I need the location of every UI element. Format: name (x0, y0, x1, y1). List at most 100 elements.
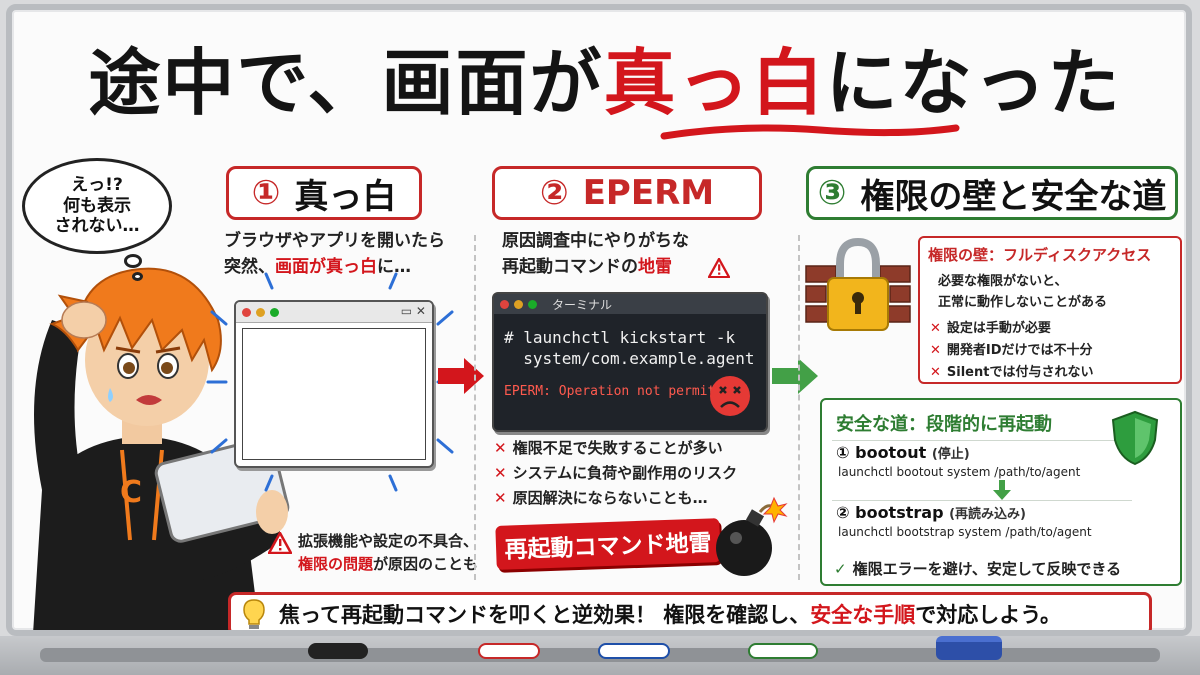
safe-title: 安全な道：段階的に再起動 (836, 414, 1052, 435)
thought-line-3: されない… (54, 216, 140, 237)
x-icon: ✕ (930, 343, 941, 359)
step1-command: launchctl bootout system /path/to/agent (838, 465, 1081, 479)
shield-icon (1111, 410, 1159, 466)
thought-line-1: えっ!? (71, 175, 123, 196)
step2-note: (再読み込み) (949, 507, 1026, 522)
col1-number: ① (251, 173, 281, 213)
svg-text:C: C (120, 475, 142, 510)
minimize-dot-icon (256, 308, 265, 317)
bomb-icon (716, 496, 788, 576)
maximize-dot-icon (528, 300, 537, 309)
step-bootout: ① bootout (停止) launchctl bootout system … (832, 440, 1132, 483)
blue-marker[interactable] (598, 643, 670, 659)
close-dot-icon (242, 308, 251, 317)
summary-text-end: で対応しよう。 (915, 603, 1062, 627)
x-icon: ✕ (494, 463, 507, 482)
list-item: ✕原因解決にならないことも… (494, 488, 708, 507)
col1-cause-note: 拡張機能や設定の不具合、 権限の問題が原因のことも (298, 530, 478, 575)
command-line-2: system/com.example.agent (504, 348, 755, 368)
col1-note-highlight: 権限の問題 (298, 554, 374, 573)
list-item: ✕設定は手動が必要 (930, 321, 1051, 336)
wall-desc-line1: 必要な権限がないと、 (938, 274, 1068, 289)
step1-note: (停止) (931, 447, 970, 462)
wall-desc-line2: 正常に動作しないことがある (938, 294, 1108, 310)
x-icon: ✕ (930, 321, 941, 336)
step2-command: launchctl bootstrap system /path/to/agen… (838, 525, 1092, 539)
divider (474, 235, 476, 580)
thought-dot (124, 254, 142, 268)
col2-heading: ② EPERM (492, 166, 762, 220)
green-marker[interactable] (748, 643, 818, 659)
col1-note-line1: 拡張機能や設定の不具合、 (298, 532, 479, 550)
command-line-1: # launchctl kickstart -k (504, 328, 736, 347)
col2-desc-line1: 原因調査中にやりがちな (502, 231, 689, 251)
step-bootstrap: ② bootstrap (再読み込み) launchctl bootstrap … (832, 500, 1132, 543)
x-icon: ✕ (930, 365, 941, 381)
wall-list: ✕設定は手動が必要 ✕開発者IDだけでは不十分 ✕Silentでは付与されない (930, 318, 1093, 384)
confused-person-illustration: C (33, 267, 290, 630)
thought-line-2: 何も表示 (63, 195, 131, 216)
minimize-dot-icon (514, 300, 523, 309)
thought-dot (132, 272, 143, 281)
list-item: ✕システムに負荷や副作用のリスク (494, 463, 738, 482)
close-dot-icon (500, 300, 509, 309)
col1-desc-text: 突然、 (224, 257, 275, 278)
check-icon: ✓ (834, 560, 847, 578)
window-titlebar: ▭ ✕ (236, 302, 432, 323)
col2-risk-list: ✕権限不足で失敗することが多い ✕システムに負荷や副作用のリスク ✕原因解決にな… (494, 436, 737, 510)
title-underline (660, 124, 960, 140)
window-controls-icon: ▭ ✕ (400, 304, 426, 318)
warning-icon (268, 532, 292, 554)
terminal-title: ターミナル (552, 298, 613, 312)
col2-description: 原因調査中にやりがちな 再起動コマンドの地雷 (502, 228, 689, 281)
step2-head: ② bootstrap (836, 503, 944, 522)
list-item: ✕権限不足で失敗することが多い (494, 439, 723, 457)
col3-title: 権限の壁と安全な道 (860, 176, 1167, 217)
eraser[interactable] (936, 636, 1002, 660)
col1-note-text: が原因のことも (373, 554, 479, 573)
arrow-right-red-icon (438, 358, 484, 394)
wall-title: 権限の壁：フルディスクアクセス (928, 246, 1152, 264)
permission-wall-box: 権限の壁：フルディスクアクセス 必要な権限がないと、 正常に動作しないことがある… (918, 236, 1182, 384)
bulb-icon (243, 599, 265, 629)
wall-description: 必要な権限がないと、 正常に動作しないことがある (938, 272, 1107, 314)
col3-number: ③ (817, 173, 847, 213)
landmine-badge: 再起動コマンド地雷 (495, 518, 721, 570)
safe-result: ✓権限エラーを避け、安定して反映できる (834, 560, 1122, 578)
col2-desc-highlight: 地雷 (638, 257, 672, 278)
divider (798, 235, 800, 580)
terminal-error: EPERM: Operation not permitted (504, 384, 739, 399)
lock-icon (805, 237, 911, 331)
blank-content-area (242, 328, 426, 460)
red-marker[interactable] (478, 643, 540, 659)
col1-desc-line1: ブラウザやアプリを開いたら (224, 231, 445, 251)
list-item: ✕Silentでは付与されない (930, 365, 1094, 381)
page-title: 途中で、画面が真っ白になった (88, 41, 1122, 125)
summary-text: 焦って再起動コマンドを叩くと逆効果！ 権限を確認し、 (279, 603, 811, 627)
bottom-summary-banner: 焦って再起動コマンドを叩くと逆効果！ 権限を確認し、安全な手順で対応しよう。 (228, 592, 1152, 630)
thought-bubble: えっ!? 何も表示 されない… (22, 158, 172, 254)
black-marker[interactable] (308, 643, 368, 659)
step1-head: ① bootout (836, 443, 927, 462)
x-icon: ✕ (494, 488, 507, 507)
maximize-dot-icon (270, 308, 279, 317)
terminal-titlebar: ターミナル (494, 294, 766, 314)
col3-heading: ③ 権限の壁と安全な道 (806, 166, 1178, 220)
col1-title: 真っ白 (294, 176, 397, 217)
col1-heading: ① 真っ白 (226, 166, 422, 220)
list-item: ✕開発者IDだけでは不十分 (930, 343, 1093, 359)
warning-icon (708, 258, 730, 278)
terminal-window: ターミナル # launchctl kickstart -k system/co… (492, 292, 768, 432)
arrow-right-green-icon (772, 358, 818, 394)
col2-number: ② (539, 173, 569, 213)
arrow-down-icon (993, 480, 1011, 500)
col2-title: EPERM (582, 173, 715, 213)
col1-description: ブラウザやアプリを開いたら 突然、画面が真っ白に… (224, 228, 445, 281)
summary-highlight: 安全な手順 (810, 603, 916, 627)
col1-desc-highlight: 画面が真っ白 (275, 257, 377, 278)
sad-face-icon (710, 376, 750, 416)
terminal-command: # launchctl kickstart -k system/com.exam… (504, 328, 754, 370)
blank-app-window: ▭ ✕ (234, 300, 434, 468)
col2-desc-text: 再起動コマンドの (502, 257, 638, 278)
x-icon: ✕ (494, 439, 507, 457)
